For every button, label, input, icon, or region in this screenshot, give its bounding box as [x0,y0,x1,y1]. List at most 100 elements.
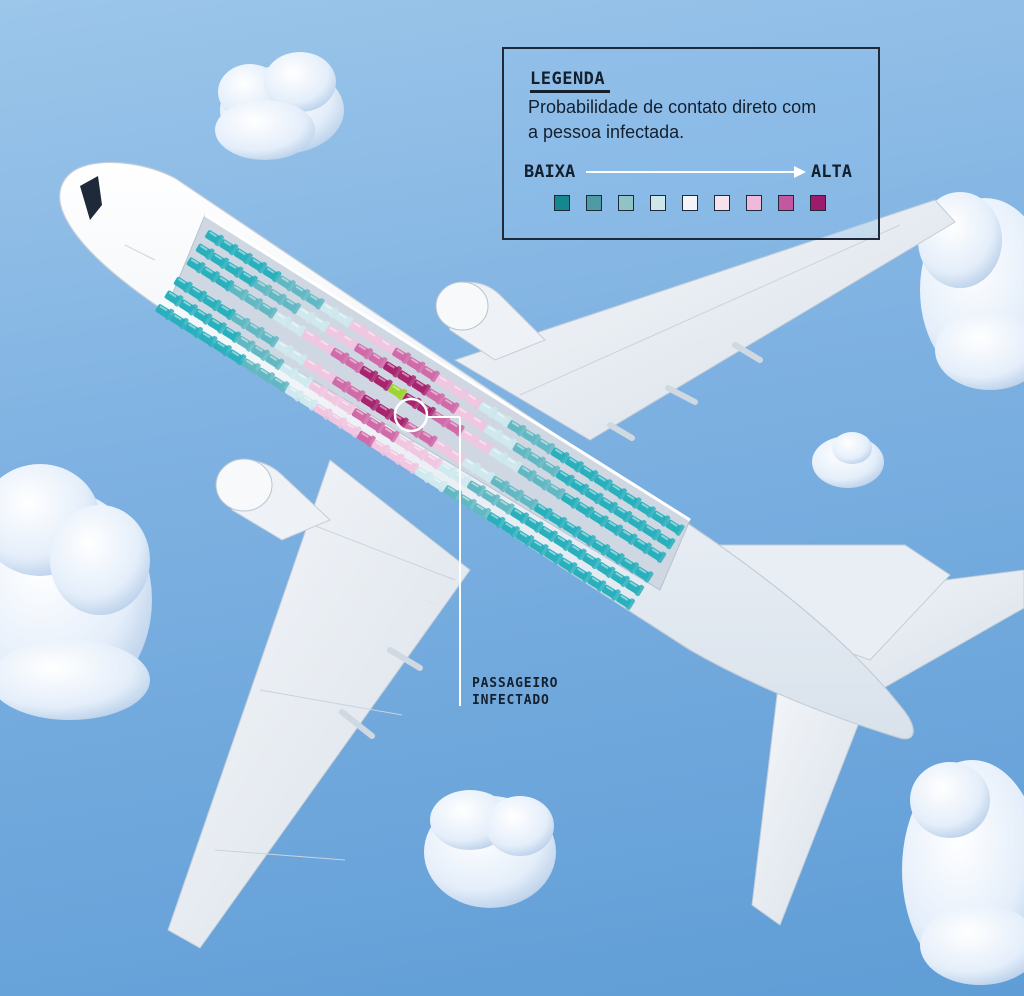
lower-wing [167,459,471,949]
seat [512,442,532,459]
seat [440,397,460,414]
seat [599,497,618,514]
seat [550,447,570,464]
seat [503,456,523,473]
seat [426,388,445,405]
cloud-small-right [812,432,884,488]
seat [385,448,405,465]
seat [589,510,609,527]
cloud-left [0,464,152,720]
seat [548,512,567,529]
seat [587,575,607,592]
seat [469,415,489,432]
seat [164,290,184,307]
seat [285,385,304,402]
seat [562,521,582,538]
seat [207,317,227,334]
seat [618,528,638,545]
seat [529,539,549,556]
legend-swatch [650,195,666,211]
seat [605,548,625,565]
seat [301,329,321,346]
cloud-bottom-center [424,790,556,908]
seat [313,403,333,420]
legend-swatch [554,195,570,211]
seat [665,519,685,536]
seat [544,548,563,565]
seat [651,510,671,527]
seat [457,494,477,511]
seat [461,457,481,474]
seat [613,506,633,523]
seat [215,275,235,292]
seat [423,453,443,470]
seat [593,474,613,491]
seat [205,230,224,247]
seat [388,384,407,401]
seat [601,584,621,601]
seat [328,412,347,429]
seat [579,465,599,482]
seat [642,524,661,541]
legend-low-label: BAIXA [524,162,576,182]
seat [521,429,541,446]
seat [460,429,479,446]
infected-passenger-label: PASSAGEIRO INFECTADO [472,675,558,709]
seat [637,501,656,518]
seat [188,286,207,303]
seat [173,276,193,293]
seat [476,467,495,484]
seat [345,356,364,373]
seat [622,492,642,509]
seat [505,485,524,502]
seat [337,399,357,416]
seat [627,515,647,532]
seat [273,311,292,328]
seat [582,553,601,570]
seat [633,537,652,554]
seat [316,338,335,355]
seat [472,503,491,520]
seat [507,420,527,437]
seat [325,325,345,342]
seat [620,557,639,574]
seat [368,352,388,369]
legend-swatch [586,195,602,211]
seat [282,298,301,315]
seat [253,279,273,296]
seat [287,320,307,337]
seat [478,402,498,419]
seat [330,347,350,364]
seat [489,447,508,464]
seat [380,426,400,443]
seat [303,358,323,375]
seat [611,571,630,588]
seat [202,295,222,312]
seat [258,302,278,319]
engine-upper [435,281,546,361]
seat [195,243,215,260]
seat [510,507,529,524]
seat [296,307,316,324]
seat [201,266,220,283]
seat [455,406,474,423]
seat [421,365,440,382]
seat [270,376,290,393]
upper-wing [453,199,956,441]
seat [274,340,294,357]
engine-lower [215,458,331,541]
seat [184,322,203,339]
seat [351,408,371,425]
seat [449,384,469,401]
seat [359,365,379,382]
seat [406,356,426,373]
seat [210,252,229,269]
legend-arrow [586,166,806,178]
seat [245,322,265,339]
seat [532,474,551,491]
seat [397,370,417,387]
seat [493,411,512,428]
seat [527,451,546,468]
seat [229,284,249,301]
seat [558,557,578,574]
